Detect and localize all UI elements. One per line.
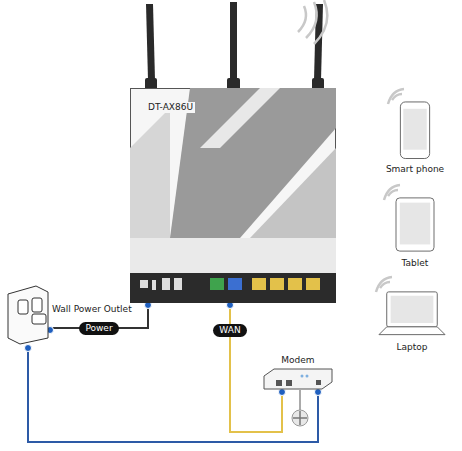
drawing-part (276, 380, 282, 386)
node-label: DT-AX86U (146, 102, 195, 113)
drawing-part (32, 314, 46, 324)
cable-label: Power (79, 322, 118, 335)
drawing-part (130, 273, 336, 303)
connector-dot (279, 389, 286, 396)
cable (28, 346, 318, 442)
drawing-part (250, 148, 336, 238)
drawing-part (131, 89, 336, 303)
drawing-part (293, 417, 307, 419)
device-laptop: Laptop (372, 288, 452, 356)
drawing-part (306, 278, 320, 290)
drawing-part (387, 292, 438, 327)
drawing-part (286, 380, 292, 386)
drawing-part (288, 278, 302, 290)
drawing-part (396, 198, 434, 251)
phone-jack (292, 390, 308, 426)
drawing-part (264, 369, 332, 389)
device-smartphone: Smart phone (380, 100, 450, 178)
drawing-part (400, 102, 429, 159)
connector-dot (315, 389, 322, 396)
cable-label: WAN (213, 324, 246, 337)
drawing-part (306, 375, 309, 378)
drawing-part (200, 88, 280, 148)
drawing-part (391, 296, 434, 323)
node-label: Tablet (380, 258, 450, 269)
drawing-part (379, 327, 445, 335)
drawing-part (174, 278, 182, 290)
drawing-part (301, 375, 304, 378)
drawing-part (228, 278, 242, 290)
node-label: Laptop (372, 342, 452, 353)
router-body (130, 88, 336, 303)
drawing-part (252, 278, 266, 290)
drawing-part (8, 286, 48, 344)
connector-dot (25, 345, 32, 352)
outlet-illustration (6, 284, 50, 346)
drawing-part (18, 300, 28, 314)
drawing-part (314, 0, 327, 44)
drawing-part (140, 280, 148, 288)
drawing-part (230, 2, 237, 80)
node-label: Modem (262, 355, 334, 366)
drawing-part (400, 203, 430, 245)
drawing-part (403, 109, 426, 150)
modem-illustration (262, 368, 334, 390)
drawing-part (152, 280, 156, 290)
drawing-part (32, 298, 42, 312)
drawing-part (388, 89, 404, 104)
drawing-part (384, 185, 400, 200)
drawing-part (130, 108, 170, 238)
node-label: Wall Power Outlet (52, 304, 132, 315)
drawing-part (292, 410, 308, 426)
drawing-part (210, 278, 224, 290)
drawing-part (306, 2, 317, 38)
drawing-part (299, 390, 301, 410)
drawing-part (376, 277, 392, 292)
drawing-part (146, 4, 155, 80)
drawing-part (162, 278, 170, 290)
device-tablet: Tablet (380, 196, 450, 272)
wall-outlet: Wall Power Outlet (6, 284, 50, 346)
drawing-part (270, 278, 284, 290)
cable (230, 303, 282, 432)
antenna (145, 2, 324, 90)
drawing-part (298, 6, 306, 32)
node-label: Smart phone (380, 164, 450, 175)
router: DT-AX86U (130, 88, 336, 303)
modem: Modem (262, 368, 334, 390)
drawing-part (130, 238, 336, 278)
drawing-part (316, 380, 321, 385)
